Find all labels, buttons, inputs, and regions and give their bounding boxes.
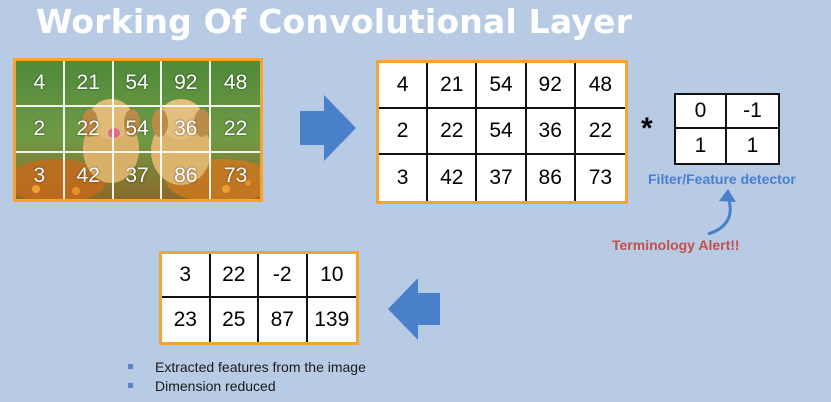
bullet-item: Extracted features from the image <box>128 357 366 376</box>
input-cell: 22 <box>428 109 478 155</box>
filter-cell: 1 <box>676 129 727 163</box>
input-cell: 42 <box>428 155 478 201</box>
photo-cell: 21 <box>64 61 114 107</box>
output-cell: 23 <box>162 298 211 342</box>
output-cell: -2 <box>259 254 308 298</box>
photo-cell: 37 <box>114 153 163 199</box>
input-cell: 92 <box>526 63 576 109</box>
filter-cell: 0 <box>676 95 727 129</box>
input-cell: 36 <box>526 109 576 155</box>
output-cell: 139 <box>314 308 350 331</box>
terminology-alert: Terminology Alert!! <box>612 237 740 253</box>
output-feature-map: 3 22 -2 10 23 25 87 139 <box>159 251 359 345</box>
photo-cell: 73 <box>223 164 248 187</box>
photo-cell: 92 <box>162 61 212 107</box>
curved-arrow-icon <box>707 189 736 236</box>
input-cell: 4 <box>379 63 429 109</box>
slide-title: Working Of Convolutional Layer <box>36 2 633 41</box>
input-cell: 48 <box>575 63 625 109</box>
bullet-text: Dimension reduced <box>155 377 276 394</box>
photo-cell: 86 <box>162 153 212 199</box>
photo-cell: 22 <box>211 107 260 153</box>
photo-cell: 2 <box>16 107 65 153</box>
input-matrix: 4 21 54 92 48 2 22 54 36 22 3 42 37 86 7… <box>376 60 628 204</box>
bullet-text: Extracted features from the image <box>155 358 366 375</box>
puppy-photo-matrix: 4 21 54 92 48 2 22 54 36 22 3 42 37 86 7… <box>13 58 263 202</box>
filter-label: Filter/Feature detector <box>648 171 796 187</box>
photo-cell: 48 <box>211 61 260 107</box>
photo-cell: 42 <box>65 153 114 199</box>
photo-grid: 4 21 54 92 48 2 22 54 36 22 3 42 37 86 7… <box>16 61 260 199</box>
input-cell: 2 <box>379 109 429 155</box>
bullet-square-icon <box>128 383 133 388</box>
input-cell: 37 <box>477 155 527 201</box>
input-cell: 54 <box>477 63 527 109</box>
photo-cell: 54 <box>113 61 163 107</box>
bullet-item: Dimension reduced <box>128 376 366 395</box>
input-cell: 21 <box>428 63 478 109</box>
bullet-list: Extracted features from the image Dimens… <box>128 357 366 395</box>
filter-cell: 1 <box>746 134 759 157</box>
output-cell: 22 <box>210 254 259 298</box>
puppy-photo-image <box>16 61 260 199</box>
output-cell: 10 <box>307 254 356 298</box>
bullet-square-icon <box>128 364 133 369</box>
photo-cell: 3 <box>16 153 65 199</box>
right-arrow-icon <box>300 95 356 161</box>
filter-matrix: 0 -1 1 1 <box>674 93 780 165</box>
photo-cell: 22 <box>64 107 114 153</box>
convolution-operator: * <box>641 112 653 145</box>
photo-cell: 54 <box>113 107 163 153</box>
photo-cell: 36 <box>162 107 212 153</box>
output-cell: 3 <box>162 254 211 298</box>
input-cell: 73 <box>588 166 613 189</box>
output-cell: 25 <box>211 298 259 342</box>
filter-cell: -1 <box>727 95 778 129</box>
input-cell: 86 <box>527 155 576 201</box>
input-cell: 22 <box>575 109 625 155</box>
input-cell: 54 <box>477 109 527 155</box>
left-arrow-icon <box>388 278 440 340</box>
output-cell: 87 <box>259 298 308 342</box>
input-cell: 3 <box>379 155 429 201</box>
photo-cell: 4 <box>16 61 65 107</box>
